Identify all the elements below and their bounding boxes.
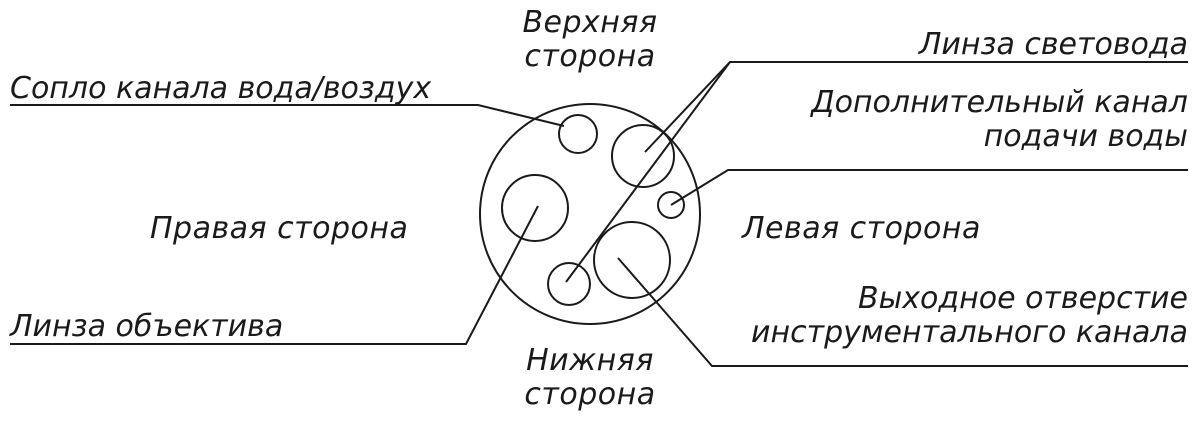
right-side-label: Правая сторона: [150, 211, 409, 246]
instrument-channel-outlet: [593, 221, 671, 299]
aux-water-channel-label-line2: подачи воды: [983, 119, 1188, 154]
aux-water-channel-label-line1: Дополнительный канал: [811, 85, 1188, 120]
distal-tip-outline: [479, 103, 701, 325]
bottom-side-label-line1: Нижняя: [526, 343, 654, 378]
light-guide-lens-label: Линза световода: [918, 27, 1188, 62]
leader-line-instrument-outlet: [617, 257, 1188, 367]
objective-lens: [501, 174, 569, 242]
light-guide-lens-lower: [547, 262, 591, 306]
instrument-channel-outlet-label-line2: инструментального канала: [751, 315, 1188, 350]
nozzle-label: Сопло канала вода/воздух: [10, 71, 432, 106]
bottom-side-label-line2: сторона: [524, 377, 656, 412]
left-side-label: Левая сторона: [742, 211, 981, 246]
aux-water-opening: [657, 191, 685, 219]
leader-line-light-guide-b: [565, 61, 731, 283]
instrument-channel-outlet-label-line1: Выходное отверстие: [857, 281, 1188, 316]
aux-water-channel-label: Дополнительный канал подачи воды: [811, 86, 1188, 154]
top-side-label-line1: Верхняя: [522, 5, 658, 40]
objective-lens-label: Линза объектива: [10, 309, 284, 344]
leader-line-objective: [10, 205, 539, 345]
leader-line-nozzle: [10, 104, 565, 127]
top-side-label-line2: сторона: [524, 39, 656, 74]
light-guide-lens-upper: [611, 124, 675, 188]
instrument-channel-outlet-label: Выходное отверстие инструментального кан…: [751, 282, 1188, 350]
nozzle-opening: [558, 114, 598, 154]
bottom-side-label: Нижняя сторона: [500, 344, 680, 412]
leader-line-aux-water: [670, 169, 1188, 206]
top-side-label: Верхняя сторона: [500, 6, 680, 74]
